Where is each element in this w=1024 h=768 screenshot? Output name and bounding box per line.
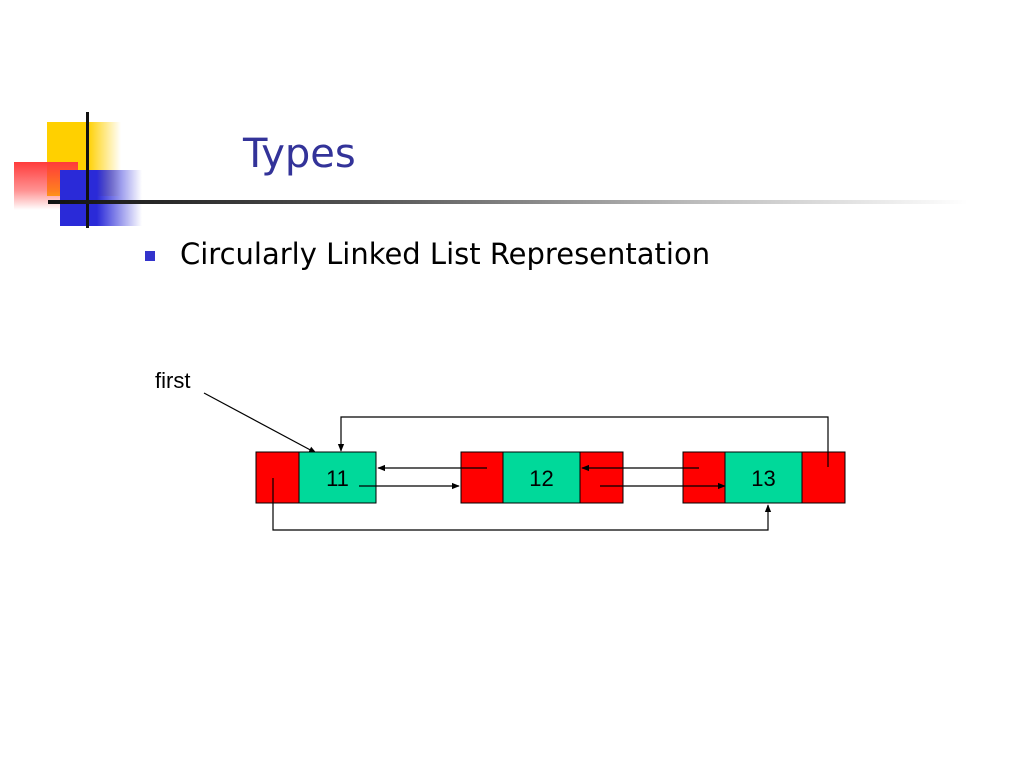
node-2-next-cell — [579, 451, 624, 504]
wrap-link-last-to-first — [337, 416, 829, 467]
node-3-data-cell — [724, 451, 803, 504]
list-node-1: 11 — [255, 451, 377, 504]
node-2-data-cell — [502, 451, 581, 504]
list-node-2: 12 — [460, 451, 624, 504]
node-3-value: 13 — [751, 466, 775, 491]
node-1-prev-cell — [255, 451, 300, 504]
slide-title: Types — [243, 131, 356, 177]
node-2-value: 12 — [529, 466, 553, 491]
decorative-vertical-line — [86, 112, 89, 228]
node-3-prev-cell — [682, 451, 726, 504]
node-2-prev-cell — [460, 451, 504, 504]
wrap-link-first-to-last — [272, 478, 772, 531]
node-1-data-cell — [298, 451, 377, 504]
bullet-text: Circularly Linked List Representation — [180, 237, 711, 271]
list-node-3: 13 — [682, 451, 846, 504]
node-1-value: 11 — [326, 466, 349, 491]
first-pointer-label: first — [155, 368, 190, 393]
title-underline — [48, 200, 968, 204]
bullet-icon — [145, 251, 155, 261]
first-pointer-arrow — [203, 392, 317, 454]
node-3-next-cell — [801, 451, 846, 504]
decorative-blue-square — [60, 170, 142, 226]
